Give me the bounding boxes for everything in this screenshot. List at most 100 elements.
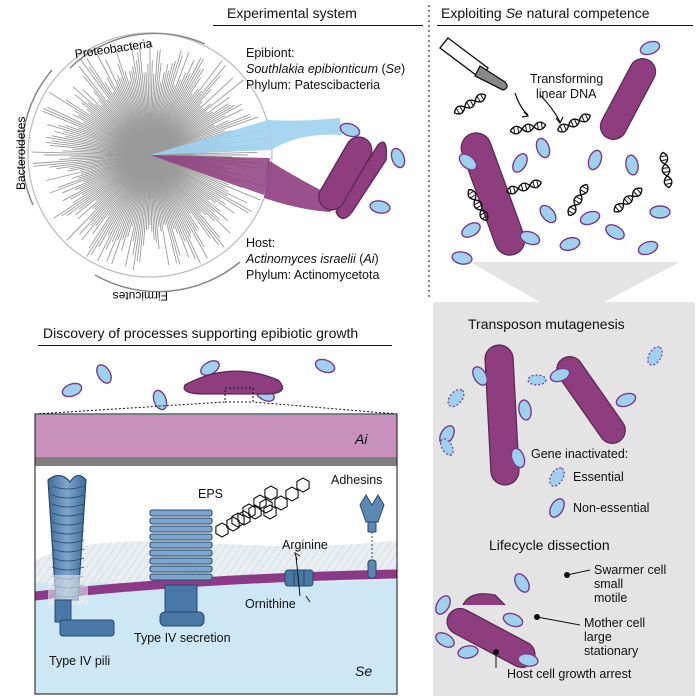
tree-branch — [149, 115, 226, 156]
secretion-ring — [149, 525, 213, 533]
underline-competence — [437, 25, 693, 26]
epibiont-abbr-close: ) — [400, 62, 406, 76]
adhesins-label: Adhesins — [331, 473, 383, 487]
epibiont-heading: Epibiont: — [246, 46, 295, 60]
pili-label: Type IV pili — [49, 654, 111, 668]
eps-hexagon — [226, 516, 240, 532]
secretion-ring — [149, 565, 213, 573]
epibiont-species-name: Southlakia epibionticum — [246, 62, 379, 76]
secretion-ring — [149, 541, 213, 549]
pili-segment — [51, 530, 85, 535]
pili-segment — [51, 548, 85, 553]
legend-essential: Essential — [573, 470, 624, 484]
eps-label: EPS — [198, 487, 224, 501]
dna-label-line1: Transforming — [530, 72, 604, 86]
pili-segment — [51, 503, 85, 508]
arginine-ornithine-antiporter-icon — [284, 551, 314, 603]
dna-label-line2: linear DNA — [536, 87, 597, 101]
heading-discovery: Discovery of processes supporting epibio… — [43, 325, 359, 341]
tree-branch — [149, 151, 258, 156]
swarmer-line2: small — [594, 577, 624, 591]
tree-arc-firmicutes — [94, 261, 241, 293]
epibiont-abbr-open: ( — [378, 62, 386, 76]
tree-branch — [149, 52, 190, 156]
host-phylum: Phylum: Actinomycetota — [246, 268, 380, 282]
pili-segment — [51, 566, 85, 571]
type-iv-pili-icon — [47, 474, 115, 637]
heading-experimental-system: Experimental system — [227, 5, 357, 21]
eps-hexagon — [285, 486, 299, 502]
ornithine-label: Ornithine — [245, 597, 296, 611]
tree-arc-bacteroidetes — [21, 69, 53, 206]
tree-branch — [149, 79, 182, 156]
secretion-ring — [149, 557, 213, 565]
pili-segment — [51, 494, 85, 499]
tree-arc-proteobacteria — [69, 32, 206, 69]
mother-line3: stationary — [584, 644, 639, 658]
heading-competence-pre: Exploiting — [441, 5, 506, 21]
tree-clade-host — [150, 155, 270, 195]
epibiont-species: Southlakia epibionticum (Se) — [246, 63, 405, 76]
pili-segment — [51, 557, 85, 562]
legend-non-essential: Non-essential — [573, 501, 650, 515]
host-species: Actinomyces israelii (Ai) — [246, 253, 379, 266]
mother-line2: large — [584, 630, 612, 644]
eps-hexagon — [264, 485, 278, 501]
arrest-label: Host cell growth arrest — [507, 667, 632, 681]
eps-icon — [215, 477, 310, 538]
funnel-gray — [470, 262, 680, 302]
pili-segment — [51, 539, 85, 544]
tree-branch — [149, 154, 219, 246]
secretion-ring — [149, 549, 213, 557]
inset-epibiont-label: Se — [355, 663, 373, 679]
eps-hexagon — [237, 510, 251, 526]
type-iv-secretion-icon — [149, 509, 213, 627]
epibiont-abbr: Se — [385, 62, 401, 76]
eps-hexagon — [231, 512, 245, 528]
heading-competence: Exploiting Se natural competence — [441, 6, 650, 20]
heading-transposon: Transposon mutagenesis — [468, 316, 625, 332]
pipette-icon — [439, 37, 508, 91]
swarmer-line3: motile — [594, 591, 628, 605]
pili-segment — [51, 485, 85, 490]
transposon-illustration — [436, 344, 663, 518]
tree-branch — [137, 52, 151, 156]
heading-competence-italic: Se — [505, 5, 523, 21]
tree-branch — [75, 154, 151, 216]
host-abbr: Ai — [363, 252, 375, 266]
pili-segment — [51, 521, 85, 526]
swarmer-line1: Swarmer cell — [594, 563, 667, 577]
phylogenetic-tree: Proteobacteria Bacteroidetes Firmicutes — [14, 32, 273, 303]
underline-experimental-system — [213, 25, 423, 26]
label-bacteroidetes: Bacteroidetes — [14, 117, 28, 190]
host-abbr-close: ) — [374, 252, 379, 266]
epibiont-phylum: Phylum: Patescibacteria — [246, 78, 381, 92]
tree-branch — [92, 154, 151, 235]
host-species-name: Actinomyces israelii — [246, 252, 356, 266]
host-cell-illustration — [318, 120, 408, 220]
eps-hexagon — [259, 498, 273, 514]
funnel-epibiont — [268, 118, 342, 150]
host-abbr-open: ( — [355, 252, 364, 266]
eps-hexagon — [296, 477, 310, 493]
tree-clade-epibiont — [150, 120, 271, 155]
eps-hexagon — [215, 522, 229, 538]
tree-branch — [51, 135, 151, 156]
pili-segment — [51, 512, 85, 517]
secretion-ring — [149, 533, 213, 541]
tree-branch — [149, 154, 215, 213]
secretion-label: Type IV secretion — [134, 631, 231, 645]
arginine-label: Arginine — [282, 538, 328, 552]
secretion-ring — [149, 509, 213, 517]
adhesin-icon — [359, 494, 385, 579]
eps-hexagon — [263, 504, 277, 520]
inset-membrane — [34, 413, 398, 695]
inset-host-label: Ai — [355, 431, 368, 447]
tree-branch — [78, 66, 151, 156]
host-heading: Host: — [246, 236, 276, 250]
heading-competence-post: natural competence — [522, 5, 650, 21]
secretion-ring — [149, 517, 213, 525]
discovery-overview — [59, 356, 338, 413]
heading-lifecycle: Lifecycle dissection — [489, 537, 610, 553]
